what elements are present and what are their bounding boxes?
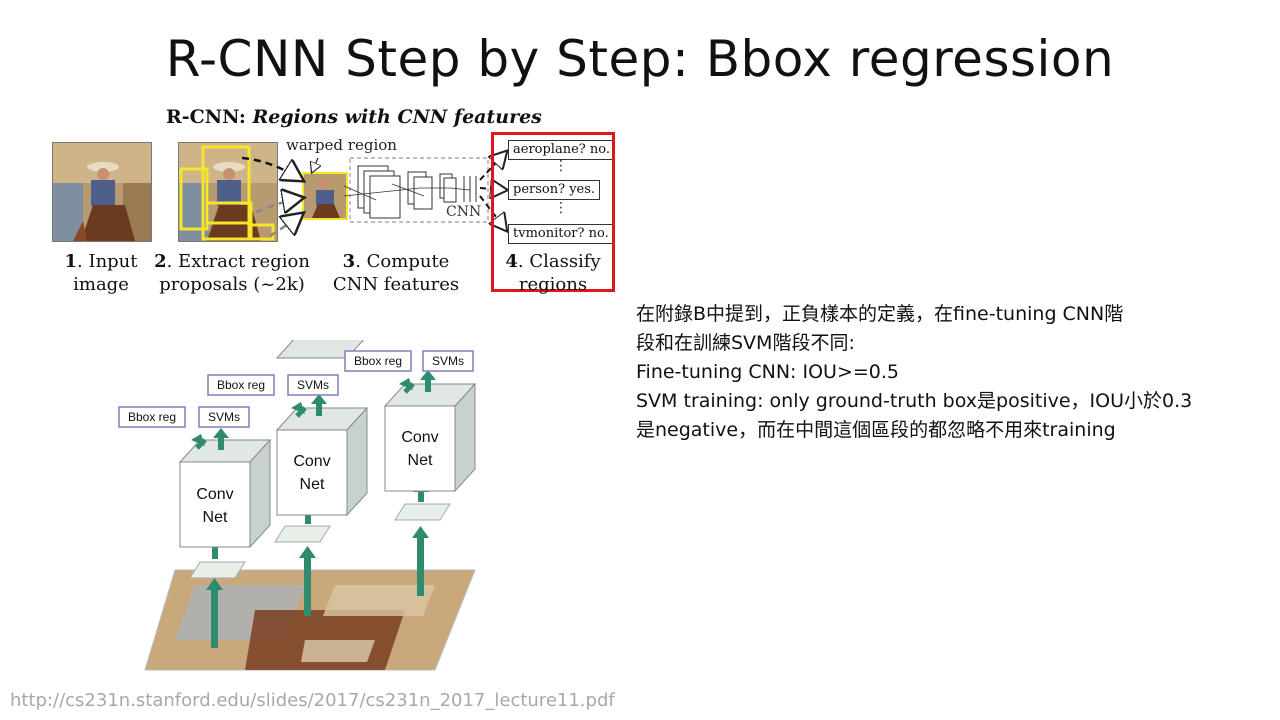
notes-line: 段和在訓練SVM階段不同: — [636, 332, 855, 354]
step-num: 1 — [64, 251, 78, 272]
slide-title: R-CNN Step by Step: Bbox regression — [165, 30, 1115, 88]
ellipsis-dots: ⋮ — [554, 158, 568, 174]
rcnn-pipeline-figure: R-CNN: Regions with CNN features — [46, 100, 626, 300]
convnet-regions-figure: Conv Net Conv Net Conv Net Bbox reg SVMs… — [105, 335, 505, 680]
net-3-label: Conv Net — [385, 426, 455, 472]
ellipsis-dots: ⋮ — [554, 200, 568, 216]
step-num: 2 — [154, 251, 167, 272]
bbox-reg-tag-2: Bbox reg — [216, 378, 266, 392]
step-label-3: 3. Compute CNN features — [326, 250, 466, 296]
step-label-1: 1. Input image — [46, 250, 156, 296]
step-text: proposals (~2k) — [159, 274, 305, 295]
step-num: 4 — [505, 251, 518, 272]
net-2-label: Conv Net — [277, 450, 347, 496]
figure-heading: R-CNN: Regions with CNN features — [166, 106, 542, 128]
step-text: regions — [518, 274, 588, 295]
step-text: . Extract region — [166, 251, 310, 272]
net-label-line: Net — [407, 452, 433, 469]
net-label-line: Conv — [401, 429, 439, 446]
warped-person-icon — [304, 174, 346, 218]
svms-tag-3: SVMs — [431, 354, 464, 368]
bbox-reg-tag-1: Bbox reg — [127, 410, 177, 424]
net-label-line: Conv — [293, 453, 331, 470]
region-proposals-icon — [179, 143, 277, 241]
step-num: 3 — [342, 251, 356, 272]
notes-line: SVM training: only ground-truth box是posi… — [636, 390, 1193, 412]
input-image — [52, 142, 152, 242]
notes-line: 是negative，而在中間這個區段的都忽略不用來training — [636, 419, 1116, 441]
svms-tag-1: SVMs — [207, 410, 240, 424]
cnn-label: CNN — [446, 204, 482, 220]
figure-heading-italic: Regions with CNN features — [252, 106, 542, 128]
source-url: http://cs231n.stanford.edu/slides/2017/c… — [10, 690, 615, 711]
figure-heading-prefix: R-CNN: — [166, 106, 253, 128]
step-text: CNN features — [332, 274, 460, 295]
notes-line: 在附錄B中提到，正負樣本的定義，在fine-tuning CNN階 — [636, 303, 1124, 325]
classify-highlight-box — [491, 132, 615, 292]
class-box-person: person? yes. — [508, 180, 601, 200]
pipeline-arrows — [241, 100, 626, 238]
net-label-line: Conv — [196, 486, 234, 503]
net-label-line: Net — [202, 509, 228, 526]
notes-text: 在附錄B中提到，正負樣本的定義，在fine-tuning CNN階 段和在訓練S… — [636, 300, 1236, 445]
class-box-tvmonitor: tvmonitor? no. — [508, 224, 614, 244]
bbox-reg-tag-3: Bbox reg — [353, 354, 403, 368]
step-label-4: 4. Classify regions — [494, 250, 612, 296]
svms-tag-2: SVMs — [296, 378, 329, 392]
step-text: . Classify — [517, 251, 601, 272]
notes-line: Fine-tuning CNN: IOU>=0.5 — [636, 361, 900, 383]
cowboy-photo-icon — [53, 143, 151, 241]
net-label-line: Net — [299, 476, 325, 493]
warped-region-label: warped region — [286, 136, 397, 154]
proposals-image — [178, 142, 278, 242]
class-box-aeroplane: aeroplane? no. — [508, 140, 615, 160]
net-1-label: Conv Net — [180, 483, 250, 529]
step-text: . Compute — [355, 251, 450, 272]
step-text: . Input — [77, 251, 138, 272]
convnet-diagram — [118, 335, 477, 671]
warped-region-image — [302, 172, 348, 220]
step-text: image — [73, 274, 129, 295]
step-label-2: 2. Extract region proposals (~2k) — [152, 250, 312, 296]
